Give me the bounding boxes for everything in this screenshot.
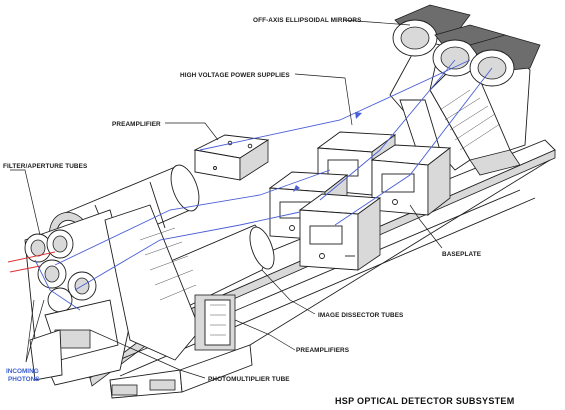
label-image-dissector: IMAGE DISSECTOR TUBES [318, 312, 404, 319]
label-preamplifier: PREAMPLIFIER [112, 121, 161, 128]
filter-aperture-tubes [24, 229, 97, 313]
hv-power-supplies [268, 131, 452, 271]
label-mirrors: OFF-AXIS ELLIPSOIDAL MIRRORS [253, 17, 362, 24]
label-photomultiplier: PHOTOMULTIPLIER TUBE [208, 376, 290, 383]
label-filter-tubes: FILTER/APERTURE TUBES [3, 163, 88, 170]
label-preamplifiers: PREAMPLIFIERS [296, 347, 350, 354]
label-baseplate: BASEPLATE [442, 251, 482, 258]
label-incoming-2: PHOTONS [8, 376, 40, 383]
label-incoming-1: INCOMING [6, 368, 39, 375]
diagram-title: HSP OPTICAL DETECTOR SUBSYSTEM [335, 396, 515, 406]
leader-lines [10, 19, 443, 379]
preamplifier-top [193, 134, 270, 181]
label-hv-supplies: HIGH VOLTAGE POWER SUPPLIES [180, 72, 290, 79]
beam-path [34, 59, 493, 311]
photomultiplier-tube [29, 299, 119, 381]
incoming-ray [7, 251, 56, 263]
